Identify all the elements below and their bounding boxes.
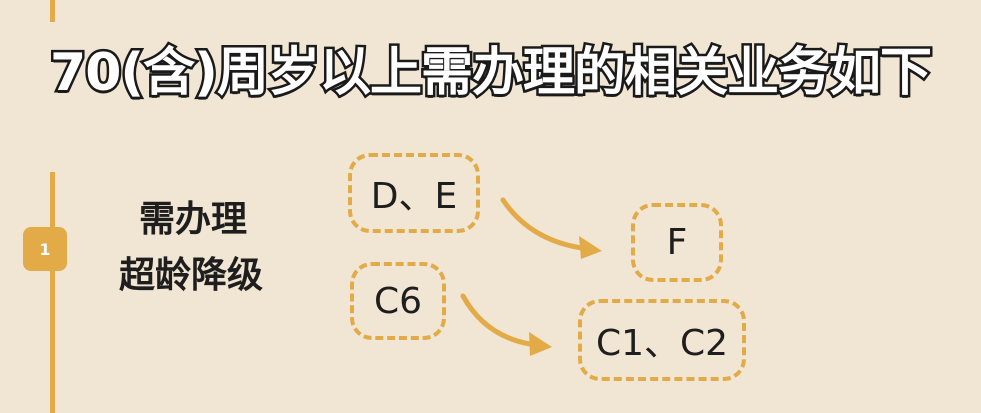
step-number-badge: 1 [23, 227, 67, 271]
license-box-c6-text: C6 [373, 280, 423, 322]
arrow-de-to-f [500, 197, 602, 259]
step-label-line2: 超龄降级 [119, 255, 264, 296]
step-label-line1: 需办理 [139, 199, 248, 240]
license-box-f-text: F [666, 222, 688, 263]
license-box-c1-c2-text: C1、C2 [595, 323, 729, 364]
license-box-f: F [631, 203, 723, 282]
timeline-top-segment [50, 0, 55, 22]
license-box-c1-c2: C1、C2 [578, 299, 746, 381]
page-title: 70(含)周岁以上需办理的相关业务如下 [48, 41, 935, 106]
license-box-d-e: D、E [348, 153, 480, 233]
license-box-c6: C6 [350, 262, 446, 340]
timeline-line [50, 172, 55, 413]
license-box-d-e-text: D、E [370, 176, 458, 217]
arrow-c6-to-c1-c2 [460, 293, 552, 356]
